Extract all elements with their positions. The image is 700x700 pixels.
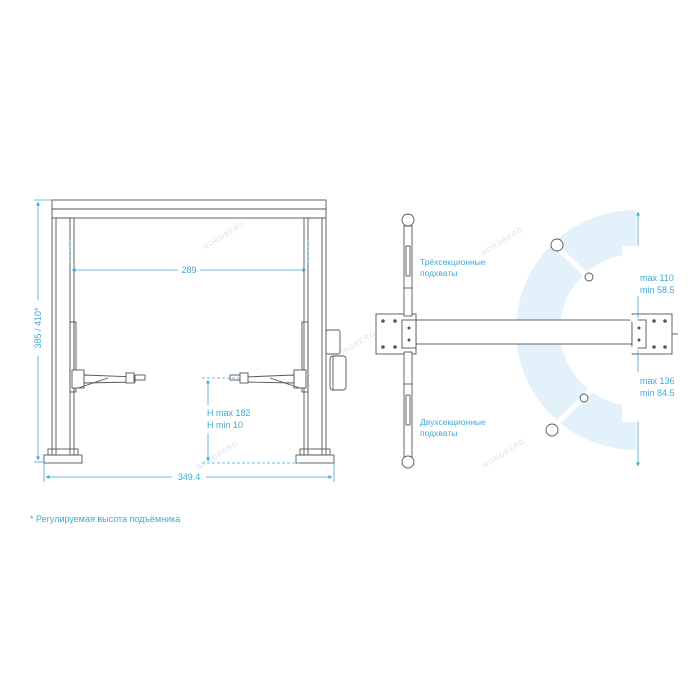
left-base-plate	[43, 454, 83, 464]
right-angled-arms	[545, 238, 638, 437]
right-column	[303, 217, 327, 459]
footnote: * Регулируемая высота подъёмника	[30, 514, 180, 524]
left-lift-arm	[71, 369, 146, 389]
two-section-label: Двухсекционные	[420, 417, 486, 427]
left-column	[51, 217, 75, 459]
lower-min: min 84.5	[640, 388, 675, 398]
upper-max: max 110	[640, 273, 674, 283]
dim-height: 385 / 410*	[33, 307, 43, 349]
three-section-label-2: подхваты	[420, 268, 457, 278]
three-section-label: Трёхсекционные	[420, 257, 486, 267]
right-base-plate	[295, 454, 335, 464]
watermark-4: NORDBERG	[480, 226, 525, 258]
motor-unit	[325, 329, 347, 391]
left-straight-arms	[401, 213, 415, 469]
right-lift-arm	[229, 369, 307, 389]
left-carriage	[375, 313, 417, 355]
front-view: NORDBERG NORDBERG NORDBERG	[31, 199, 377, 483]
top-view: NORDBERG NORDBERG	[375, 210, 678, 470]
two-section-label-2: подхваты	[420, 428, 457, 438]
watermark-1: NORDBERG	[202, 220, 247, 252]
watermark-3: NORDBERG	[195, 440, 240, 472]
h-max-label: H max 182	[207, 408, 251, 418]
lower-max: max 136	[640, 376, 675, 386]
dim-inner-width: 289	[181, 265, 196, 275]
watermark-5: NORDBERG	[482, 438, 527, 470]
crossbar	[411, 319, 635, 345]
right-carriage	[631, 313, 678, 355]
dim-base-width: 349.4	[178, 472, 201, 482]
swing-arc	[516, 210, 636, 450]
upper-min: min 58.5	[640, 285, 675, 295]
h-min-label: H min 10	[207, 420, 243, 430]
